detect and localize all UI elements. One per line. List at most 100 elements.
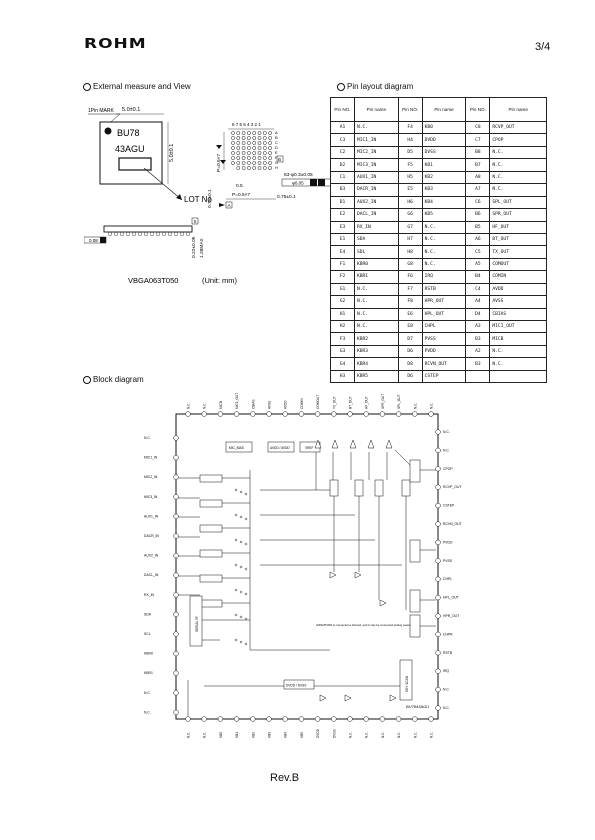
pin-number-cell: D3	[330, 183, 355, 197]
pin-circle	[173, 572, 179, 578]
top-pin-label: MICB	[219, 401, 223, 409]
pin-name-cell: AVDD	[489, 282, 547, 297]
solder-ball	[241, 161, 246, 165]
pin-circle	[435, 613, 441, 619]
pin-number-cell: C5	[465, 245, 491, 259]
bottom-pin-label: KB5	[300, 732, 304, 738]
bullet-circle-icon	[83, 82, 91, 91]
right-pin-label: CHPL	[443, 577, 452, 581]
pin-circle	[233, 716, 240, 722]
volume-block	[354, 479, 364, 497]
pin-circle	[435, 447, 441, 454]
pin-name-cell: KB5	[421, 208, 467, 222]
pin-name-cell: N.C.	[353, 307, 399, 322]
pin-number-cell: F5	[397, 158, 423, 172]
switch-node	[244, 542, 248, 546]
pin-circle	[173, 513, 179, 520]
volume-block	[199, 474, 223, 483]
pin-circle	[395, 716, 402, 722]
solder-ball	[252, 166, 257, 170]
right-pin-label: PVDD	[443, 540, 453, 544]
pin-circle	[173, 690, 179, 696]
pitch-vertical: P=0.5×7	[216, 154, 222, 172]
package-side-view	[103, 225, 193, 233]
row-e: E	[275, 150, 278, 155]
solder-ball	[247, 146, 251, 150]
pin-name-cell: COMOUT	[489, 257, 547, 272]
pin-number-cell: C8	[465, 120, 491, 135]
switch-node	[239, 540, 243, 544]
dim-022: 0.22±0.05	[191, 236, 197, 258]
solder-ball	[247, 166, 251, 170]
bottom-pin-label: KB3	[268, 732, 272, 738]
pin-name-cell: N.C.	[489, 344, 547, 359]
pin-name-cell: N.C.	[489, 183, 547, 197]
bottom-pin-label: N.C.	[365, 732, 369, 738]
solder-ball	[268, 156, 272, 160]
pin-name-cell: AUX1_IN	[353, 170, 399, 185]
solder-ball	[252, 161, 257, 165]
pin-circle	[173, 650, 179, 657]
solder-ball	[231, 151, 235, 155]
switch-node	[239, 615, 243, 619]
col-header-no: Pin NO.	[397, 97, 423, 122]
ball-grid	[231, 131, 272, 170]
pin-number-cell: F2	[330, 270, 355, 284]
solder-ball	[241, 151, 246, 155]
external-measure-heading: External measure and View	[83, 82, 191, 91]
package-drawing: 1Pin MARK 5.0±0.1 BU78 43AGU 5.0±0.1 LOT…	[84, 107, 330, 285]
side-ball	[161, 231, 166, 236]
pin-name-cell: N.C.	[353, 120, 399, 135]
dim-height: 5.0±0.1	[169, 144, 175, 162]
pin-circle	[347, 411, 353, 417]
pin-circle	[250, 716, 256, 722]
pin-number-cell: E2	[330, 208, 355, 222]
pin-name-cell: TX_OUT	[489, 245, 547, 259]
pin-circle	[428, 411, 434, 417]
pin-circle	[347, 716, 353, 722]
switch-node	[244, 492, 248, 496]
driver-block	[409, 459, 421, 483]
pin-number-cell: B8	[465, 145, 491, 160]
pin-number-cell: D2	[330, 158, 355, 172]
solder-ball	[262, 156, 267, 160]
col-header-name: Pin name	[421, 97, 467, 122]
solder-ball	[268, 166, 272, 170]
pin-circle	[201, 411, 207, 417]
top-pin-label: TX_OUT	[332, 396, 336, 409]
pin-name-cell: SPR_OUT	[489, 208, 547, 222]
switch-node	[239, 565, 243, 569]
pin-name-cell: CHPL	[421, 319, 467, 334]
pin-circle	[282, 411, 288, 417]
switch-node	[234, 488, 238, 492]
switch-node	[234, 588, 238, 592]
ref-b: B	[278, 157, 281, 162]
pin-number-cell: C2	[330, 145, 355, 160]
solder-ball	[236, 156, 241, 160]
pin-name-cell: N.C.	[421, 220, 467, 234]
amp-icon	[349, 439, 357, 449]
bottom-pin-label: N.C.	[430, 732, 434, 738]
solder-ball	[236, 146, 241, 150]
switch-node	[234, 613, 238, 617]
top-pin-label: HF_OUT	[365, 396, 369, 409]
solder-ball	[262, 166, 267, 170]
pin-number-cell: G6	[397, 208, 423, 222]
solder-ball	[257, 156, 262, 160]
pin-number-cell: H2	[330, 319, 355, 334]
side-ball	[138, 231, 143, 236]
pin-number-cell: H6	[397, 195, 423, 210]
pin-number-cell: E6	[397, 307, 423, 322]
top-pin-label: CBIAS	[251, 399, 255, 409]
solder-ball	[257, 131, 262, 135]
dim-128: 1.28MAX	[199, 237, 205, 258]
left-pin-label: DACR_IN	[144, 534, 159, 538]
pin-number-cell: D6	[397, 369, 423, 384]
solder-ball	[247, 141, 251, 145]
solder-ball	[262, 161, 267, 165]
left-pin-label: MIC3_IN	[144, 495, 158, 499]
